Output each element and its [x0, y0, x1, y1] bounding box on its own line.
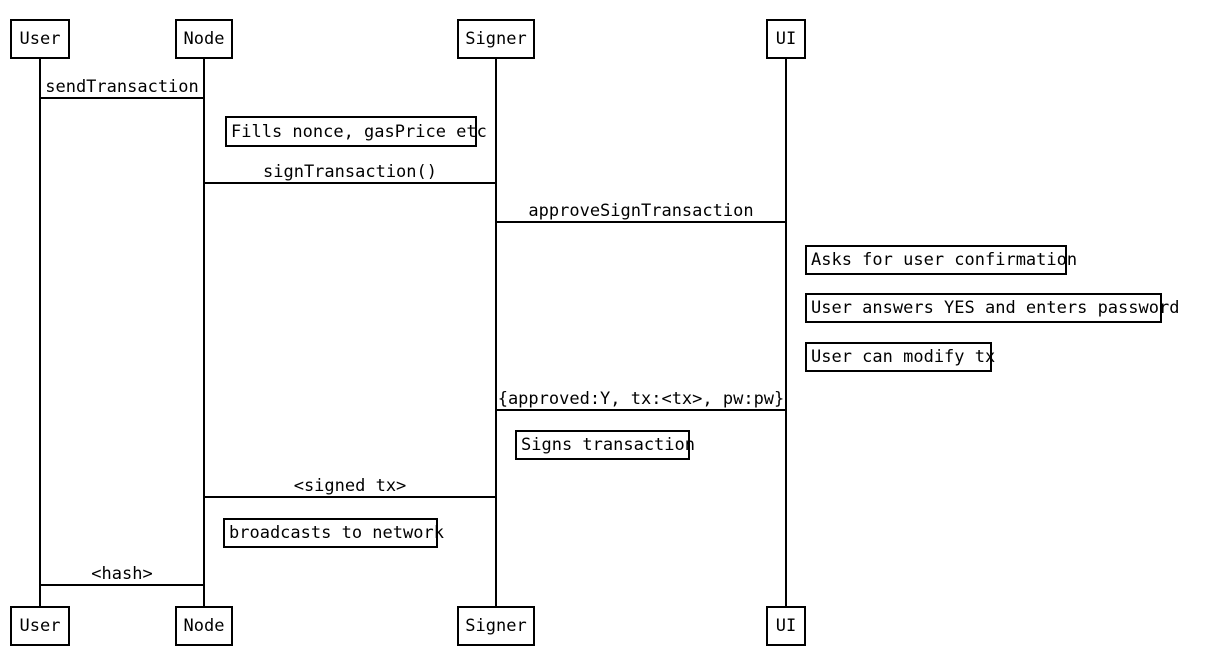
note-fills-nonce: Fills nonce, gasPrice etc	[225, 116, 487, 147]
lifeline-user	[39, 59, 41, 606]
lifeline-ui	[785, 59, 787, 606]
message-line-hash	[40, 584, 204, 586]
actor-ui-top: UI	[766, 19, 806, 59]
actor-signer-bottom: Signer	[457, 606, 535, 646]
actor-node-bottom: Node	[175, 606, 233, 646]
actor-ui-bottom: UI	[766, 606, 806, 646]
note-user-can-modify-text: User can modify tx	[811, 347, 996, 367]
message-line-signed-tx	[204, 496, 496, 498]
message-label-hash: <hash>	[91, 564, 153, 584]
note-asks-confirmation: Asks for user confirmation	[805, 245, 1077, 275]
note-user-can-modify: User can modify tx	[805, 342, 996, 372]
note-signs-transaction-text: Signs transaction	[521, 435, 695, 455]
actor-user-bottom: User	[10, 606, 70, 646]
note-signs-transaction: Signs transaction	[515, 430, 695, 460]
note-user-answers-yes: User answers YES and enters password	[805, 293, 1179, 323]
message-label-signed-tx: <signed tx>	[293, 476, 407, 496]
message-line-signTransaction	[204, 182, 496, 184]
message-label-signTransaction: signTransaction()	[263, 162, 437, 182]
note-user-answers-yes-text: User answers YES and enters password	[811, 298, 1180, 318]
lifeline-node	[203, 59, 205, 606]
note-broadcasts-text: broadcasts to network	[229, 523, 444, 543]
note-broadcasts: broadcasts to network	[223, 518, 444, 548]
message-label-approved-payload: {approved:Y, tx:<tx>, pw:pw}	[497, 389, 785, 409]
actor-signer-top: Signer	[457, 19, 535, 59]
note-asks-confirmation-text: Asks for user confirmation	[811, 250, 1078, 270]
actor-user-top: User	[10, 19, 70, 59]
actor-node-top: Node	[175, 19, 233, 59]
note-fills-nonce-text: Fills nonce, gasPrice etc	[231, 121, 487, 142]
message-line-approved-payload	[496, 409, 786, 411]
message-line-sendTransaction	[40, 97, 204, 99]
lifeline-signer	[495, 59, 497, 606]
message-label-approveSignTransaction: approveSignTransaction	[528, 201, 754, 221]
message-label-sendTransaction: sendTransaction	[45, 77, 199, 97]
message-line-approveSignTransaction	[496, 221, 786, 223]
